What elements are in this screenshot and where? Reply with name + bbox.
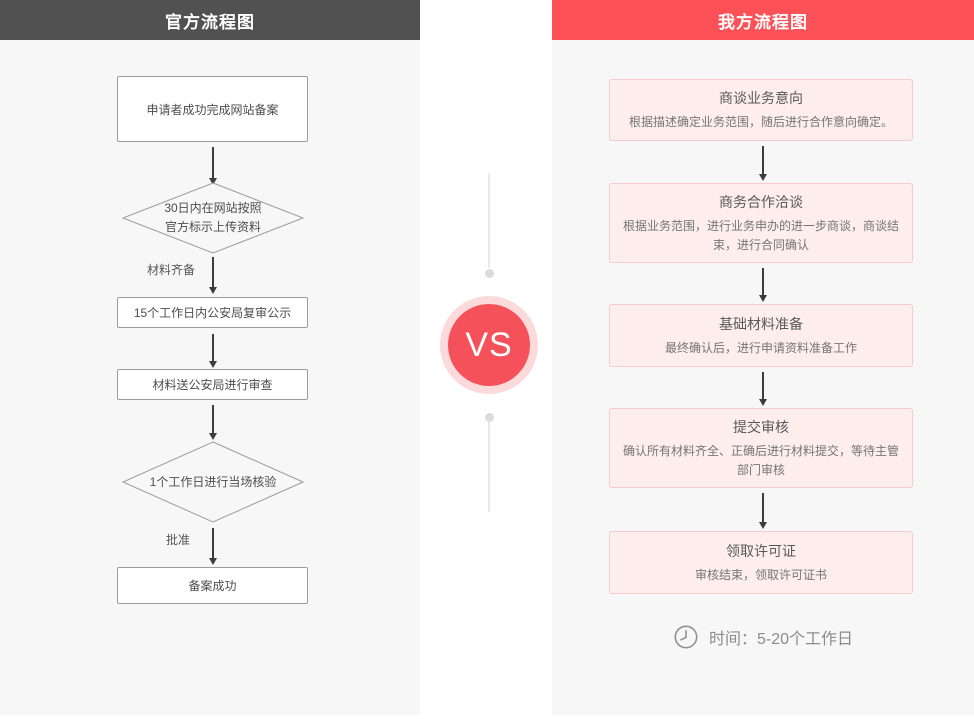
flow-box-filing-success-label: 备案成功 [188, 579, 237, 593]
step-title: 商务合作洽谈 [719, 193, 803, 210]
step-card-get-license: 领取许可证 审核结束，领取许可证书 [609, 531, 913, 594]
vs-label: VS [465, 325, 513, 364]
official-panel-header: 官方流程图 [0, 0, 420, 40]
arrow-down-icon [209, 528, 217, 565]
decision-onsite-label: 1个工作日进行当场核验 [149, 474, 277, 489]
step-title: 基础材料准备 [719, 315, 803, 332]
arrow-down-icon [209, 405, 217, 440]
step-card-material-preparation: 基础材料准备 最终确认后，进行申请资料准备工作 [609, 304, 913, 367]
flow-box-filing-success: 备案成功 [117, 567, 308, 604]
divider-dot-top [485, 269, 494, 278]
flow-box-review-publicity-label: 15个工作日内公安局复审公示 [133, 306, 292, 320]
step-desc: 确认所有材料齐全、正确后进行材料提交，等待主管部门审核 [622, 443, 899, 477]
divider-line-bottom [488, 422, 490, 512]
step-card-cooperation-talks: 商务合作洽谈 根据业务范围，进行业务申办的进一步商谈，商谈结束，进行合同确认 [609, 183, 913, 263]
time-note-row: 时间：5-20个工作日 [552, 624, 974, 650]
arrow-down-icon [759, 268, 767, 302]
flow-label-materials-ready: 材料齐备 [146, 263, 195, 277]
step-title: 商谈业务意向 [719, 90, 803, 106]
arrow-down-icon [759, 146, 767, 181]
divider-dot-bottom [485, 413, 494, 422]
official-panel-title: 官方流程图 [165, 12, 255, 32]
step-desc: 根据业务范围，进行业务申办的进一步商谈，商谈结束，进行合同确认 [622, 218, 899, 252]
step-desc: 审核结束，领取许可证书 [694, 567, 827, 582]
diamond-shape [122, 182, 304, 254]
decision-upload-materials-text: 30日内在网站按照 官方标示上传资料 [122, 182, 304, 254]
flow-box-submit-psb: 材料送公安局进行审查 [117, 369, 308, 400]
flow-label-approved: 批准 [165, 533, 190, 547]
our-panel-title: 我方流程图 [718, 12, 808, 32]
flow-box-review-publicity: 15个工作日内公安局复审公示 [117, 297, 308, 328]
arrow-down-icon [209, 334, 217, 368]
decision-upload-line2: 官方标示上传资料 [164, 220, 261, 234]
flow-box-submit-psb-label: 材料送公安局进行审查 [152, 378, 273, 392]
arrow-down-icon [209, 147, 217, 185]
our-panel-header: 我方流程图 [552, 0, 974, 40]
arrow-down-icon [209, 257, 217, 294]
step-card-submit-review: 提交审核 确认所有材料齐全、正确后进行材料提交，等待主管部门审核 [609, 408, 913, 488]
step-title: 领取许可证 [726, 542, 796, 559]
divider-line-top [488, 173, 490, 268]
clock-icon [674, 625, 698, 649]
vs-badge: VS [448, 304, 530, 386]
flow-box-complete-filing: 申请者成功完成网站备案 [117, 76, 308, 142]
arrow-down-icon [759, 372, 767, 406]
step-desc: 根据描述确定业务范围，随后进行合作意向确定。 [628, 115, 893, 129]
step-title: 提交审核 [733, 418, 789, 435]
flow-box-complete-filing-label: 申请者成功完成网站备案 [146, 102, 279, 117]
step-card-business-intent: 商谈业务意向 根据描述确定业务范围，随后进行合作意向确定。 [609, 79, 913, 141]
diamond-shape [122, 441, 304, 523]
decision-onsite-verification: 1个工作日进行当场核验 [122, 441, 304, 523]
official-process-panel: 官方流程图 申请者成功完成网站备案 30日内在网站按照 官方标示上传资料 材料齐… [0, 0, 420, 715]
our-process-panel: 我方流程图 商谈业务意向 根据描述确定业务范围，随后进行合作意向确定。 商务合作… [552, 0, 974, 715]
arrow-down-icon [759, 493, 767, 529]
decision-upload-materials: 30日内在网站按照 官方标示上传资料 [122, 182, 304, 254]
decision-onsite-verification-text: 1个工作日进行当场核验 [122, 441, 304, 523]
decision-upload-line1: 30日内在网站按照 [164, 201, 262, 215]
time-note: 时间：5-20个工作日 [708, 631, 854, 648]
step-desc: 最终确认后，进行申请资料准备工作 [664, 340, 857, 355]
